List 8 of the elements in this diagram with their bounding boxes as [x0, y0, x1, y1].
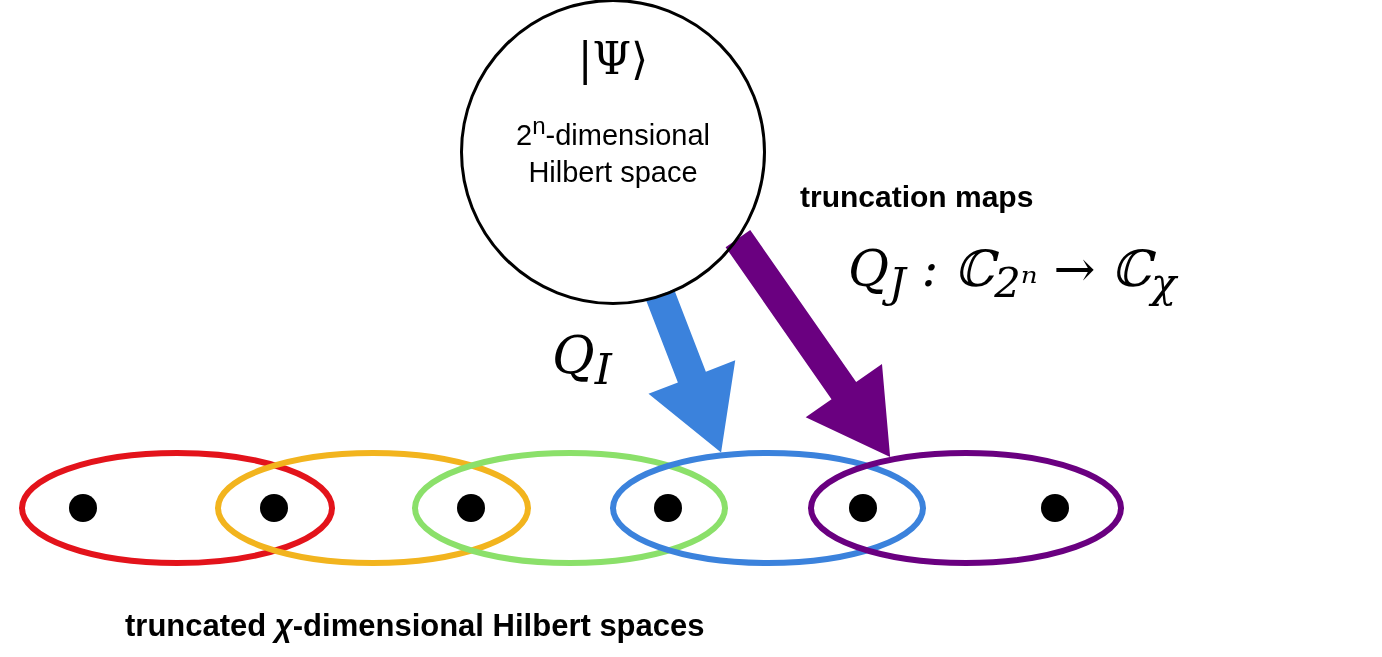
- node-text: 2$^{n}$-dimensional Hilbert space: [515, 111, 711, 191]
- arrow: [646, 289, 736, 453]
- edge-label: Q$_{I}$: [552, 325, 612, 395]
- annotation-text: truncation maps: [800, 180, 1034, 214]
- arrow: [725, 230, 891, 458]
- math-formula: Q$_{J}$ : ℂ$_{2ⁿ}$ → ℂ$_{χ}$: [848, 240, 1177, 307]
- ket-symbol: |Ψ⟩: [576, 32, 650, 87]
- caption-text: truncated χ-dimensional Hilbert spaces: [125, 608, 705, 644]
